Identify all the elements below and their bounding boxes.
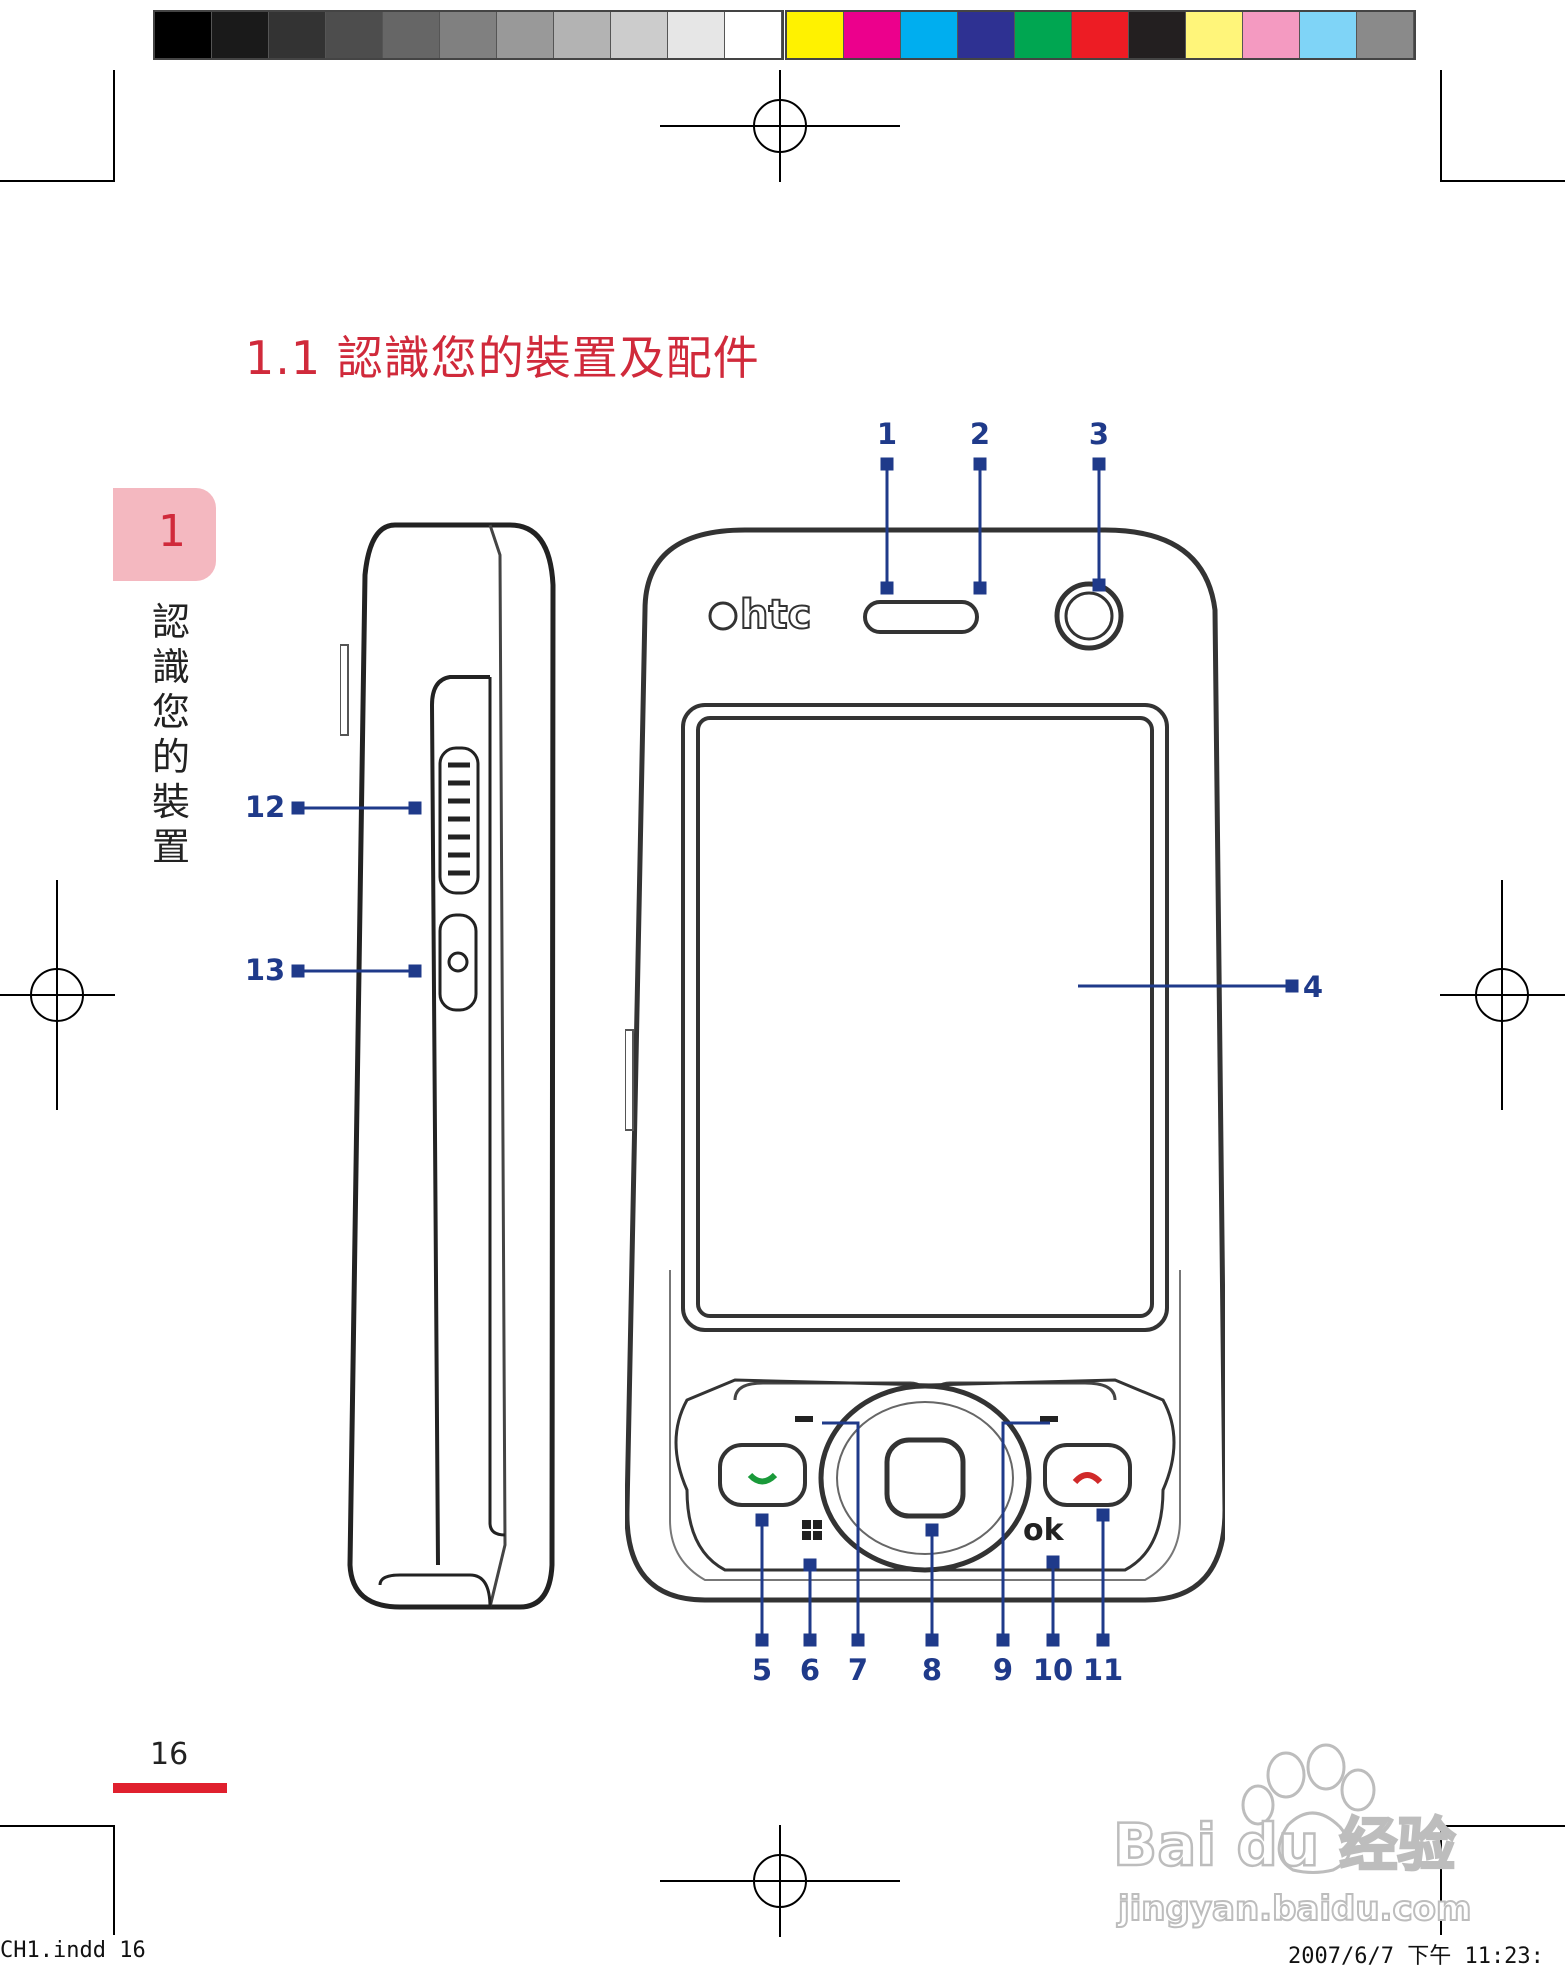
- color-swatch: [269, 12, 326, 58]
- crop-mark: [1440, 70, 1442, 182]
- chapter-number: 1: [158, 506, 186, 557]
- callout-1: 1: [876, 417, 898, 451]
- crop-mark: [0, 180, 115, 182]
- crop-mark: [113, 70, 115, 182]
- callout-5: 5: [751, 1653, 773, 1687]
- crop-mark: [1440, 180, 1565, 182]
- slug-file-name: CH1.indd 16: [0, 1938, 146, 1963]
- watermark-url: jingyan.baidu.com: [1116, 1889, 1471, 1929]
- color-swatch: [212, 12, 269, 58]
- color-swatch: [440, 12, 497, 58]
- chapter-label-char: 裝: [151, 780, 190, 824]
- color-swatch: [1072, 12, 1129, 58]
- crop-mark: [0, 1825, 115, 1827]
- callout-4: 4: [1302, 970, 1324, 1004]
- callout-7: 7: [847, 1653, 869, 1687]
- htc-logo: htc: [740, 592, 811, 638]
- color-swatch: [1186, 12, 1243, 58]
- callout-9: 9: [992, 1653, 1014, 1687]
- color-swatch: [1129, 12, 1186, 58]
- color-swatch: [725, 12, 782, 58]
- callout-2: 2: [969, 417, 991, 451]
- color-swatch: [1015, 12, 1072, 58]
- color-swatch: [1357, 12, 1414, 58]
- color-swatch: [383, 12, 440, 58]
- chapter-label-char: 您: [151, 690, 190, 734]
- color-swatch: [1243, 12, 1300, 58]
- color-swatch: [611, 12, 668, 58]
- device-side-view: [340, 522, 556, 1610]
- chapter-tab: 1: [113, 488, 216, 581]
- device-front-view: htc ok: [625, 527, 1225, 1603]
- chapter-label-char: 的: [151, 735, 190, 779]
- gray-color-bar: [153, 10, 784, 60]
- callout-6: 6: [799, 1653, 821, 1687]
- color-swatch: [901, 12, 958, 58]
- page-number-bar: [113, 1783, 227, 1793]
- chapter-label-char: 識: [151, 645, 190, 689]
- callout-11: 11: [1082, 1653, 1124, 1687]
- windows-start-icon: [802, 1520, 822, 1540]
- callout-8: 8: [921, 1653, 943, 1687]
- color-swatch: [155, 12, 212, 58]
- color-swatch: [554, 12, 611, 58]
- crop-mark: [1440, 1825, 1565, 1827]
- color-swatch: [326, 12, 383, 58]
- slug-timestamp: 2007/6/7 下午 11:23:: [1288, 1944, 1544, 1969]
- registration-mark-left: [0, 880, 115, 1110]
- ok-key-label: ok: [1023, 1513, 1065, 1548]
- callout-3: 3: [1088, 417, 1110, 451]
- chapter-label: 認 識 您 的 裝 置: [146, 600, 196, 870]
- color-swatch: [1300, 12, 1357, 58]
- color-swatch: [668, 12, 725, 58]
- color-swatch: [958, 12, 1015, 58]
- registration-mark-top: [660, 70, 900, 182]
- registration-mark-bottom: [660, 1825, 900, 1937]
- callout-10: 10: [1032, 1653, 1074, 1687]
- scroll-wheel-ridges: [448, 762, 470, 876]
- color-swatch: [497, 12, 554, 58]
- callout-13: 13: [244, 953, 286, 987]
- section-title: 1.1 認識您的裝置及配件: [245, 331, 760, 385]
- callout-12: 12: [244, 790, 286, 824]
- crop-mark: [113, 1825, 115, 1935]
- registration-mark-right: [1440, 880, 1565, 1110]
- watermark-brand: Bai du 经验: [1113, 1811, 1455, 1879]
- page-number: 16: [150, 1737, 189, 1772]
- baidu-jingyan-watermark: Bai du 经验 jingyan.baidu.com: [1112, 1743, 1472, 1930]
- color-swatch: [844, 12, 901, 58]
- crop-mark: [1440, 1825, 1442, 1935]
- process-color-bar: [785, 10, 1416, 60]
- chapter-label-char: 認: [151, 600, 190, 644]
- chapter-label-char: 置: [151, 825, 190, 869]
- color-swatch: [787, 12, 844, 58]
